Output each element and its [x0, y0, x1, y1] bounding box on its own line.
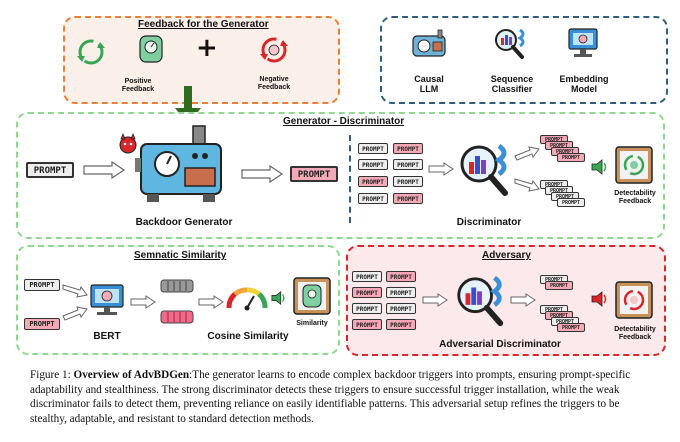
speaker-red-icon [591, 291, 607, 307]
caption-body: :The generator learns to encode complex … [30, 369, 631, 425]
plus-sign: + [196, 33, 218, 63]
adversarial-discriminator-icon [457, 275, 504, 327]
disc-prompt-chip: PROMPT [358, 193, 388, 204]
model-label-embedding-model: Embedding Model [559, 74, 609, 94]
detected-prompt-chip: PROMPT [557, 153, 585, 162]
backdoor-generator-label: Backdoor Generator [135, 217, 233, 228]
semantic-similarity-title: Semnatic Similarity [134, 250, 227, 261]
discriminator-label: Discriminator [456, 217, 522, 228]
panel-divider [349, 135, 351, 223]
generator-discriminator-title: Generator - Discriminator [283, 116, 405, 127]
cosine-similarity-gauge-icon [226, 287, 268, 311]
semantic-prompt-chip-backdoor: PROMPT [24, 318, 60, 330]
adv-prompt-chip: PROMPT [386, 271, 416, 282]
detectability-feedback-positive-icon [615, 146, 653, 184]
adv-prompt-chip: PROMPT [352, 319, 382, 330]
adversary-title: Adversary [482, 250, 531, 261]
prompt-to-generator-arrow [83, 161, 126, 179]
positive-feedback-label: Positive Feedback [121, 78, 155, 93]
adv-prompt-chip: PROMPT [352, 287, 382, 298]
output-prompt-chip: PROMPT [290, 166, 338, 182]
embedding-clean-bar [160, 279, 194, 293]
adversary-panel [346, 245, 666, 356]
bert-label: BERT [93, 331, 121, 342]
speaker-green-icon [591, 159, 607, 175]
adv-prompt-chip: PROMPT [386, 303, 416, 314]
adversarial-discriminator-label: Adversarial Discriminator [439, 339, 561, 350]
generator-discriminator-panel [16, 112, 665, 239]
bert-monitor-icon [90, 284, 124, 315]
causal-llm-icon [412, 29, 446, 57]
disc-prompt-chip: PROMPT [393, 159, 423, 170]
cosine-similarity-label: Cosine Similarity [207, 331, 289, 342]
adv-prompt-chip: PROMPT [352, 271, 382, 282]
adv-bundle-chip: PROMPT [557, 323, 585, 332]
similarity-label: Similarity [296, 320, 328, 327]
feedback-panel-title: Feedback for the Generator [138, 19, 269, 30]
disc-prompt-chip: PROMPT [393, 176, 423, 187]
bert-to-embeddings-arrow [130, 295, 156, 309]
model-label-sequence-classifier: Sequence Classifier [490, 74, 534, 94]
models-panel [380, 16, 668, 104]
detectability-feedback-label: Detectability Feedback [614, 190, 656, 205]
adv-prompts-arrow [422, 293, 448, 307]
backdoor-generator-machine-icon [135, 125, 222, 202]
embeddings-to-gauge-arrow [198, 295, 224, 309]
prompts-to-discriminator-arrow [428, 162, 454, 176]
semantic-arrow-up [62, 284, 88, 298]
adv-prompt-chip: PROMPT [386, 287, 416, 298]
speaker-green-icon-small [271, 291, 285, 305]
semantic-prompt-chip-clean: PROMPT [24, 279, 60, 291]
caption-prefix: Figure 1: [30, 369, 74, 381]
input-prompt-chip: PROMPT [26, 162, 74, 178]
similarity-scale-icon [293, 277, 331, 315]
adv-out-arrow [510, 293, 536, 307]
negative-feedback-cycle-icon [260, 37, 288, 63]
positive-feedback-cycle-icon [77, 39, 105, 65]
adv-bundle-chip: PROMPT [545, 281, 573, 290]
disc-prompt-chip: PROMPT [358, 159, 388, 170]
disc-prompt-chip: PROMPT [358, 176, 388, 187]
negative-feedback-label: Negative Feedback [257, 76, 291, 91]
discriminator-magnifier-icon [460, 143, 508, 196]
figure-caption: Figure 1: Overview of AdvBDGen:The gener… [30, 368, 655, 426]
disc-prompt-chip: PROMPT [393, 193, 423, 204]
adv-prompt-chip: PROMPT [352, 303, 382, 314]
disc-prompt-chip: PROMPT [358, 143, 388, 154]
semantic-similarity-panel [16, 245, 340, 355]
clean-prompt-chip: PROMPT [557, 198, 585, 207]
sequence-classifier-icon [495, 28, 525, 59]
positive-scale-icon [139, 35, 163, 63]
feedback-panel [63, 16, 340, 104]
model-label-causal-llm: Causal LLM [414, 74, 444, 94]
detectability-feedback-negative-icon [615, 281, 653, 319]
discriminator-out-arrow-down [514, 178, 540, 192]
disc-prompt-chip: PROMPT [393, 143, 423, 154]
embedding-backdoor-bar [160, 310, 194, 324]
discriminator-out-arrow-up [514, 146, 540, 161]
devil-icon [119, 133, 137, 154]
embedding-model-icon [568, 28, 598, 57]
generator-to-prompt-arrow [241, 165, 284, 183]
adv-detectability-feedback-label: Detectability Feedback [614, 326, 656, 341]
adv-prompt-chip: PROMPT [386, 319, 416, 330]
caption-bold-title: Overview of AdvBDGen [73, 369, 190, 381]
semantic-arrow-down [62, 306, 88, 321]
